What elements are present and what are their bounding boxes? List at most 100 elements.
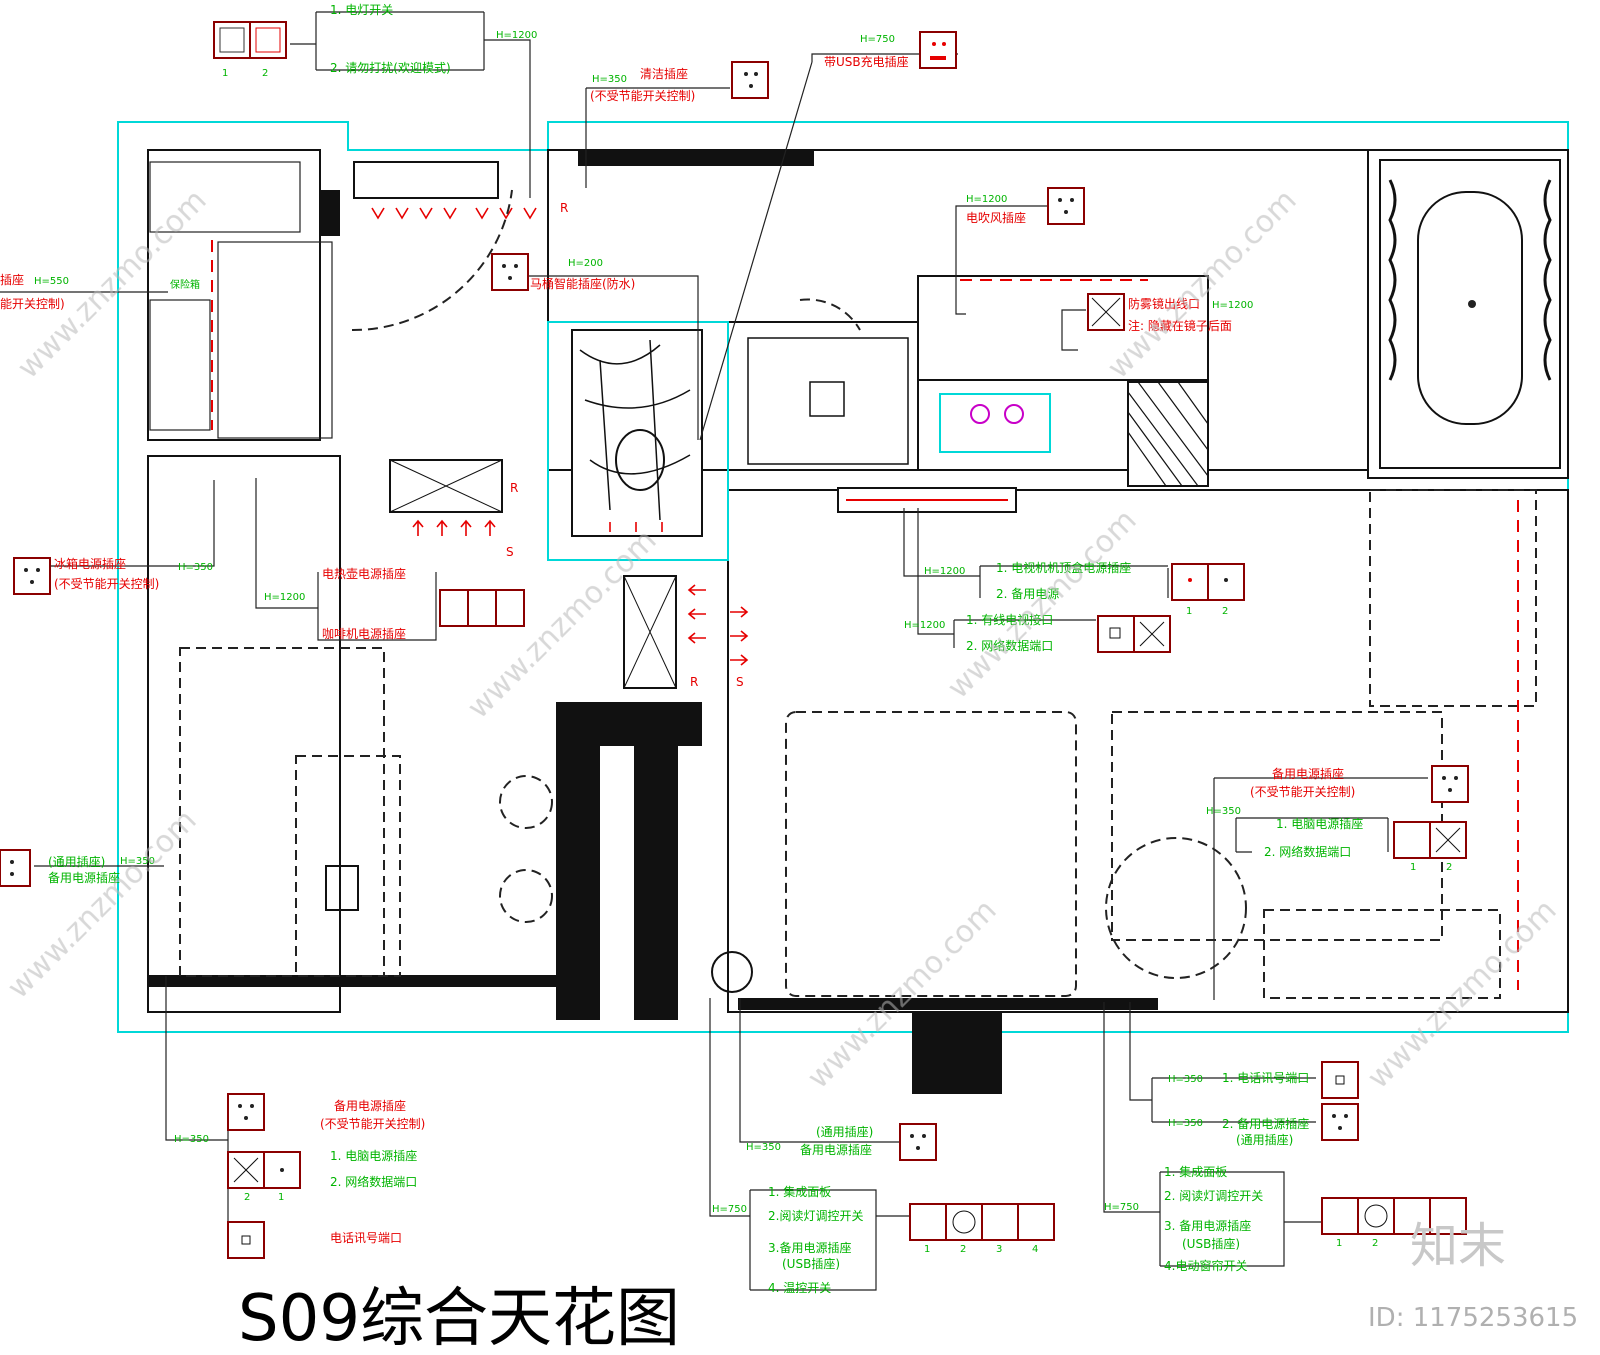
svg-text:2. 请勿打扰(欢迎模式): 2. 请勿打扰(欢迎模式) — [330, 60, 451, 75]
svg-text:1: 1 — [924, 1244, 930, 1255]
svg-text:H=350: H=350 — [178, 562, 213, 573]
outer-boundary — [117, 121, 1569, 1033]
airflow-arrows — [371, 207, 749, 666]
socket-icon — [0, 849, 31, 887]
leader-lines — [0, 11, 1428, 1291]
socket-icon — [1171, 563, 1245, 601]
return-mark: R — [560, 201, 568, 215]
svg-text:2: 2 — [244, 1192, 250, 1203]
vanity-area — [747, 337, 909, 465]
svg-text:4.电动窗帘开关: 4.电动窗帘开关 — [1164, 1258, 1247, 1273]
svg-text:清洁插座: 清洁插座 — [640, 66, 688, 81]
svg-text:1. 电话讯号端口: 1. 电话讯号端口 — [1222, 1071, 1309, 1085]
svg-text:3.备用电源插座: 3.备用电源插座 — [768, 1240, 851, 1255]
ac-grille-2 — [623, 575, 677, 689]
svg-text:咖啡机电源插座: 咖啡机电源插座 — [322, 626, 406, 641]
svg-text:www.znzmo.com: www.znzmo.com — [1361, 893, 1564, 1096]
svg-text:H=200: H=200 — [568, 258, 603, 269]
supply-mark: S — [506, 545, 514, 559]
svg-text:(不受节能开关控制): (不受节能开关控制) — [54, 577, 159, 591]
socket-icon — [491, 253, 529, 291]
shower-marble — [571, 329, 703, 537]
svg-text:1. 电脑电源插座: 1. 电脑电源插座 — [1276, 816, 1363, 831]
svg-text:(不受节能开关控制): (不受节能开关控制) — [320, 1117, 425, 1131]
svg-text:(通用插座): (通用插座) — [816, 1124, 873, 1139]
furniture — [179, 489, 1537, 999]
watermarks: www.znzmo.com www.znzmo.com www.znzmo.co… — [1, 183, 1564, 1096]
svg-text:(USB插座): (USB插座) — [782, 1256, 840, 1271]
svg-text:H=1200: H=1200 — [924, 566, 965, 577]
bathtub-area — [1379, 159, 1561, 469]
svg-text:1: 1 — [1336, 1238, 1342, 1249]
image-id: ID: 1175253615 — [1368, 1303, 1578, 1333]
svg-text:H=350: H=350 — [1168, 1074, 1203, 1085]
svg-text:H=750: H=750 — [860, 34, 895, 45]
control-panel-icon — [909, 1203, 1055, 1241]
svg-text:2: 2 — [1372, 1238, 1378, 1249]
svg-text:2. 备用电源插座: 2. 备用电源插座 — [1222, 1116, 1309, 1131]
socket-icon — [13, 557, 51, 595]
socket-icon — [1321, 1103, 1359, 1141]
svg-text:H=350: H=350 — [592, 74, 627, 85]
svg-text:1: 1 — [278, 1192, 284, 1203]
closet-hangers — [149, 161, 333, 439]
downlight — [970, 404, 990, 424]
ac-grille-1 — [389, 459, 503, 513]
svg-text:电吹风插座: 电吹风插座 — [966, 210, 1026, 225]
svg-text:3: 3 — [996, 1244, 1002, 1255]
usb-socket-icon — [919, 31, 957, 69]
svg-text:备用电源插座: 备用电源插座 — [48, 870, 120, 885]
shower-cyan — [547, 321, 729, 561]
washbasin-niche — [939, 393, 1051, 453]
socket-icon — [1047, 187, 1085, 225]
svg-text:H=550: H=550 — [34, 276, 69, 287]
drawing-title: S09综合天花图 — [238, 1282, 680, 1355]
socket-icon — [439, 589, 525, 627]
supply-mark: S — [736, 675, 744, 689]
svg-text:3. 备用电源插座: 3. 备用电源插座 — [1164, 1218, 1251, 1233]
svg-text:1. 集成面板: 1. 集成面板 — [768, 1184, 831, 1199]
socket-icon — [227, 1093, 265, 1131]
socket-icon — [899, 1123, 937, 1161]
svg-text:1. 有线电视接口: 1. 有线电视接口 — [966, 612, 1053, 627]
svg-text:4: 4 — [1032, 1244, 1038, 1255]
svg-text:www.znzmo.com: www.znzmo.com — [1101, 183, 1304, 386]
svg-text:H=1200: H=1200 — [1212, 300, 1253, 311]
svg-text:H=1200: H=1200 — [496, 30, 537, 41]
svg-text:2. 网络数据端口: 2. 网络数据端口 — [330, 1174, 417, 1189]
svg-text:(USB插座): (USB插座) — [1182, 1236, 1240, 1251]
svg-text:保险箱: 保险箱 — [170, 278, 200, 291]
svg-text:H=350: H=350 — [1206, 806, 1241, 817]
phone-port-icon — [227, 1221, 265, 1259]
svg-text:H=1200: H=1200 — [904, 620, 945, 631]
svg-text:1. 电视机机顶盒电源插座: 1. 电视机机顶盒电源插座 — [996, 560, 1131, 575]
svg-text:H=750: H=750 — [1104, 1202, 1139, 1213]
svg-text:注: 隐藏在镜子后面: 注: 隐藏在镜子后面 — [1128, 318, 1232, 333]
svg-text:(通用插座): (通用插座) — [48, 854, 105, 869]
annotation-labels: 1. 电灯开关 2. 请勿打扰(欢迎模式) H=1200 清洁插座 (不受节能开… — [0, 3, 1363, 1295]
svg-text:2. 网络数据端口: 2. 网络数据端口 — [1264, 844, 1351, 859]
svg-text:马桶智能插座(防水): 马桶智能插座(防水) — [530, 276, 635, 291]
walls — [147, 149, 1569, 1094]
svg-text:2: 2 — [1446, 862, 1452, 873]
svg-text:防雾镜出线口: 防雾镜出线口 — [1128, 296, 1200, 311]
mirror-outlet-icon — [1087, 293, 1125, 331]
svg-text:1: 1 — [1410, 862, 1416, 873]
svg-text:4. 温控开关: 4. 温控开关 — [768, 1281, 831, 1295]
door-swing — [799, 298, 861, 331]
svg-text:1. 集成面板: 1. 集成面板 — [1164, 1164, 1227, 1179]
svg-text:H=350: H=350 — [746, 1142, 781, 1153]
svg-text:能开关控制): 能开关控制) — [0, 297, 65, 311]
svg-text:1: 1 — [1186, 606, 1192, 617]
svg-text:电话讯号端口: 电话讯号端口 — [330, 1231, 402, 1245]
svg-text:电热壶电源插座: 电热壶电源插座 — [322, 566, 406, 581]
hatched-panel — [1127, 381, 1209, 487]
socket-icon — [1431, 765, 1469, 803]
control-panel-icon — [1321, 1197, 1467, 1235]
svg-text:备用电源插座: 备用电源插座 — [800, 1142, 872, 1157]
tv-data-icon — [1097, 615, 1171, 653]
svg-text:备用电源插座: 备用电源插座 — [334, 1098, 406, 1113]
svg-text:冰箱电源插座: 冰箱电源插座 — [54, 556, 126, 571]
